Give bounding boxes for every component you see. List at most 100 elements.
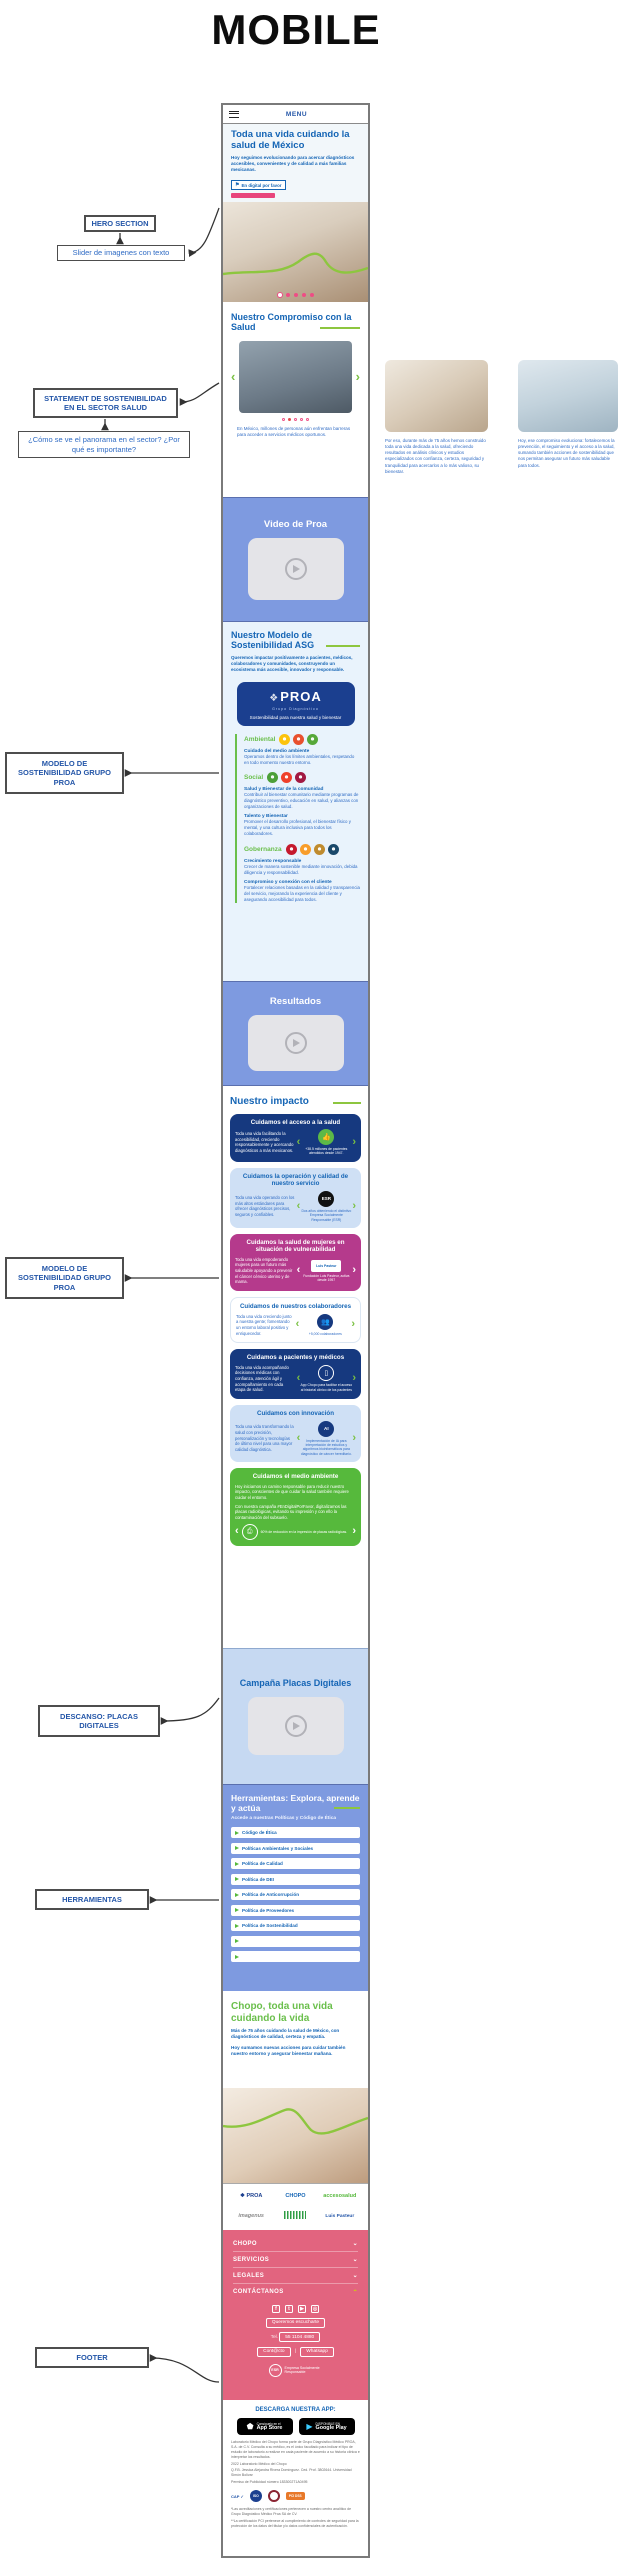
card-next-button[interactable]: › bbox=[352, 1372, 356, 1385]
footer-nav-contactanos[interactable]: CONTÁCTANOS ⌃ bbox=[233, 2284, 358, 2300]
policy-link-empty[interactable] bbox=[231, 1935, 360, 1947]
policy-link-sostenibilidad[interactable]: Política de Sostenibilidad bbox=[231, 1920, 360, 1932]
carousel-dot[interactable] bbox=[294, 417, 297, 421]
compromiso-caption: En México, millones de personas aún enfr… bbox=[237, 425, 351, 437]
herramientas-title: Herramientas: Explora, aprende y actúa bbox=[231, 1793, 360, 1814]
legal-paragraph: Q.F.B. Jessica Alejandra Rivera Domíngue… bbox=[231, 2468, 352, 2478]
pillar-item: Crecimiento responsable Crecer de manera… bbox=[244, 859, 360, 876]
proa-diamond-icon: ❖ bbox=[239, 2193, 245, 2199]
footer-nav-legales[interactable]: LEGALES ⌄ bbox=[233, 2268, 358, 2284]
pillar-label: Social bbox=[244, 774, 264, 782]
hamburger-menu-icon[interactable] bbox=[229, 110, 239, 118]
play-button[interactable] bbox=[284, 558, 307, 580]
policy-label: Política de Sostenibilidad bbox=[242, 1923, 298, 1929]
carousel-dot[interactable] bbox=[306, 417, 309, 421]
resultados-section: Resultados bbox=[223, 981, 368, 1086]
card-body: Toda una vida creciendo junto a nuestra … bbox=[236, 1313, 292, 1336]
carousel-dot[interactable] bbox=[293, 293, 298, 297]
play-button[interactable] bbox=[284, 1032, 307, 1054]
card-next-button[interactable]: › bbox=[351, 1318, 355, 1331]
card-prev-button[interactable]: ‹ bbox=[296, 1372, 301, 1385]
hero-subtitle: Hoy seguimos evolucionando para acercar … bbox=[231, 154, 355, 173]
phone-number-button[interactable]: 55 1104 4880 bbox=[279, 2332, 321, 2342]
card-title: Cuidamos el medio ambiente bbox=[252, 1473, 339, 1481]
policy-link-anticorrupcion[interactable]: Política de Anticorrupción bbox=[231, 1889, 360, 1901]
policy-label: Política de DEI bbox=[242, 1876, 274, 1882]
card-prev-button[interactable]: ‹ bbox=[296, 1264, 301, 1277]
pillar-social: Social Salud y Bienestar de la comunidad… bbox=[244, 772, 360, 837]
carousel-dot[interactable] bbox=[277, 293, 282, 297]
card-prev-button[interactable]: ‹ bbox=[296, 1199, 301, 1212]
twitter-icon[interactable]: t bbox=[285, 2305, 293, 2313]
play-arrow-icon bbox=[235, 1830, 239, 1835]
policy-label: Política de Calidad bbox=[242, 1861, 283, 1867]
policy-link-dei[interactable]: Política de DEI bbox=[231, 1873, 360, 1885]
barcode-logo[interactable] bbox=[276, 2211, 316, 2221]
play-arrow-icon bbox=[235, 1861, 239, 1866]
policy-link-calidad[interactable]: Política de Calidad bbox=[231, 1858, 360, 1870]
carousel-dot[interactable] bbox=[309, 293, 314, 297]
carousel-dot[interactable] bbox=[285, 293, 290, 297]
policy-link-etica[interactable]: Código de Ética bbox=[231, 1827, 360, 1839]
card-prev-button[interactable]: ‹ bbox=[296, 1135, 301, 1148]
app-legal-section: DESCARGA NUESTRA APP: ⬟ Consíguelo en el… bbox=[223, 2400, 368, 2556]
divider: | bbox=[294, 2348, 296, 2353]
sdg-icon bbox=[313, 844, 325, 856]
carousel-dot[interactable] bbox=[300, 417, 303, 421]
green-wave-graphic bbox=[223, 2108, 368, 2135]
annotation-herramientas: HERRAMIENTAS bbox=[35, 1889, 149, 1910]
chopo-paragraph-1: Más de 75 años cuidando la salud de Méxi… bbox=[231, 2028, 340, 2040]
sdg-icon bbox=[281, 772, 293, 784]
play-button[interactable] bbox=[284, 1714, 307, 1737]
contacto-button[interactable]: Cont@cto bbox=[257, 2346, 291, 2357]
esr-circle-icon: ESR bbox=[268, 2363, 282, 2377]
badge-label: En digital por favor bbox=[241, 182, 282, 188]
carousel-dot[interactable] bbox=[282, 417, 285, 421]
card-next-button[interactable]: › bbox=[352, 1199, 356, 1212]
carousel-dot[interactable] bbox=[301, 293, 306, 297]
play-arrow-icon bbox=[235, 1877, 239, 1882]
thumbs-up-icon: 👍 bbox=[318, 1128, 335, 1145]
carousel-prev-button[interactable]: ‹ bbox=[231, 369, 236, 385]
side-slide-2: Por eso, durante más de 75 años hemos co… bbox=[385, 360, 488, 475]
instagram-icon[interactable]: ◎ bbox=[311, 2305, 319, 2313]
asg-pillars: Ambiental Cuidado del medio ambiente Ope… bbox=[235, 733, 360, 903]
impacto-card-medio-ambiente: Cuidamos el medio ambiente Hoy iniciamos… bbox=[230, 1468, 361, 1546]
facebook-icon[interactable]: f bbox=[272, 2305, 280, 2313]
luis-pasteur-logo[interactable]: Luis Pasteur bbox=[325, 2213, 355, 2219]
card-prev-button[interactable]: ‹ bbox=[295, 1318, 300, 1331]
card-prev-button[interactable]: ‹ bbox=[296, 1431, 301, 1444]
pillar-item: Talento y Bienestar Promover el desarrol… bbox=[244, 814, 360, 837]
card-stat: +38.5 millones de pacientes atendidos de… bbox=[305, 1146, 348, 1156]
queremos-escucharte-button[interactable]: Queremos escucharte bbox=[265, 2317, 326, 2328]
policy-link-ambientales[interactable]: Políticas Ambientales y Sociales bbox=[231, 1842, 360, 1854]
whatsapp-button[interactable]: Whatsapp bbox=[300, 2346, 334, 2357]
proa-brand-card: ❖PROA Grupo Diagnóstico Sostenibilidad p… bbox=[236, 681, 355, 726]
impacto-section: Nuestro impacto Cuidamos el acceso a la … bbox=[223, 1086, 368, 1648]
footer-nav-servicios[interactable]: SERVICIOS ⌄ bbox=[233, 2252, 358, 2268]
title-underline bbox=[333, 1101, 361, 1104]
footer-nav-chopo[interactable]: CHOPO ⌄ bbox=[233, 2236, 358, 2252]
chopo-logo[interactable]: CHOPO bbox=[285, 2193, 306, 2199]
policy-link-empty[interactable] bbox=[231, 1951, 360, 1963]
proa-logo[interactable]: ❖ PROA bbox=[239, 2193, 263, 2199]
menu-label[interactable]: MENU bbox=[285, 110, 308, 118]
youtube-icon[interactable]: ▶ bbox=[298, 2305, 306, 2313]
legal-paragraph: Permiso de Publicidad número 1833002T1A0… bbox=[231, 2480, 308, 2485]
card-next-button[interactable]: › bbox=[352, 1264, 356, 1277]
imagenus-logo[interactable]: imagenus bbox=[238, 2213, 264, 2219]
card-next-button[interactable]: › bbox=[352, 1431, 356, 1444]
policy-link-proveedores[interactable]: Política de Proveedores bbox=[231, 1904, 360, 1916]
card-next-button[interactable]: › bbox=[352, 1135, 356, 1148]
legal-paragraph: 2022 Laboratorio Médico del Chopo bbox=[231, 2461, 287, 2466]
title-underline bbox=[320, 326, 360, 329]
carousel-dot[interactable] bbox=[288, 417, 291, 421]
carousel-next-button[interactable]: › bbox=[355, 369, 360, 385]
card-next-button[interactable]: › bbox=[352, 1525, 356, 1538]
card-prev-button[interactable]: ‹ bbox=[235, 1525, 239, 1538]
item-text: Contribuir al bienestar comunitario medi… bbox=[244, 792, 359, 810]
people-icon: 👥 bbox=[317, 1313, 334, 1330]
accesosalud-logo[interactable]: accesosalud bbox=[323, 2193, 357, 2199]
